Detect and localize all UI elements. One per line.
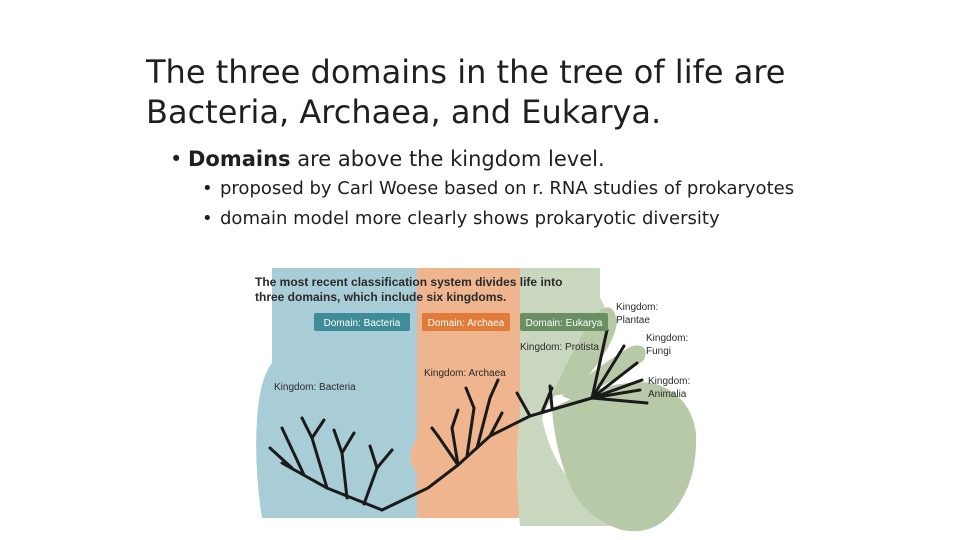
tree-of-life-diagram: The most recent classification system di… xyxy=(255,268,697,532)
domain-label-archaea-box xyxy=(422,313,510,331)
bullet-list: •Domains are above the kingdom level. •p… xyxy=(170,144,890,234)
slide-title-line1: The three domains in the tree of life ar… xyxy=(146,53,786,91)
sub-bullet-text: domain model more clearly shows prokaryo… xyxy=(220,208,720,229)
domain-label-archaea: Domain: Archaea xyxy=(422,313,510,331)
bullet-marker: • xyxy=(202,208,213,229)
domain-label-bacteria-text: Domain: Bacteria xyxy=(324,318,401,329)
bullet-bold-term: Domains xyxy=(188,147,291,171)
slide-title: The three domains in the tree of life ar… xyxy=(146,52,866,132)
sub-bullet-diversity: • domain model more clearly shows prokary… xyxy=(202,204,890,234)
bullet-marker: • xyxy=(202,178,213,199)
bullet-domains: •Domains are above the kingdom level. xyxy=(170,144,890,174)
domain-label-archaea-text: Domain: Archaea xyxy=(428,318,505,329)
bullet-marker: • xyxy=(170,147,183,171)
domain-label-eukarya: Domain: Eukarya xyxy=(520,313,608,331)
sub-bullet-woese: • proposed by Carl Woese based on r. RNA … xyxy=(202,174,890,204)
domain-label-eukarya-box xyxy=(520,313,608,331)
fungi-branch xyxy=(562,345,646,400)
kingdom-label-animalia-line1: Kingdom: xyxy=(648,376,690,387)
sub-bullet-text: proposed by Carl Woese based on r. RNA s… xyxy=(220,178,795,199)
animalia-branch xyxy=(552,382,697,532)
bacteria-region xyxy=(256,268,417,518)
kingdom-label-bacteria: Kingdom: Bacteria xyxy=(274,382,356,393)
figure-caption-line1: The most recent classification system di… xyxy=(255,275,562,289)
domain-label-eukarya-text: Domain: Eukarya xyxy=(526,318,603,329)
domain-label-bacteria: Domain: Bacteria xyxy=(314,313,410,331)
kingdom-label-plantae-line2: Plantae xyxy=(616,315,650,326)
kingdom-label-plantae-line1: Kingdom: xyxy=(616,302,658,313)
kingdom-label-animalia-line2: Animalia xyxy=(648,389,687,400)
slide-title-line2: Bacteria, Archaea, and Eukarya. xyxy=(146,93,662,131)
bullet-text: are above the kingdom level. xyxy=(290,147,605,171)
phylogeny-lines xyxy=(268,328,649,512)
figure-caption-line2: three domains, which include six kingdom… xyxy=(255,290,506,304)
kingdom-label-fungi-line2: Fungi xyxy=(646,346,671,357)
domain-label-bacteria-box xyxy=(314,313,410,331)
kingdom-label-protista: Kingdom: Protista xyxy=(520,342,599,353)
archaea-region xyxy=(410,268,520,518)
kingdom-label-archaea: Kingdom: Archaea xyxy=(424,368,506,379)
kingdom-label-fungi-line1: Kingdom: xyxy=(646,333,688,344)
